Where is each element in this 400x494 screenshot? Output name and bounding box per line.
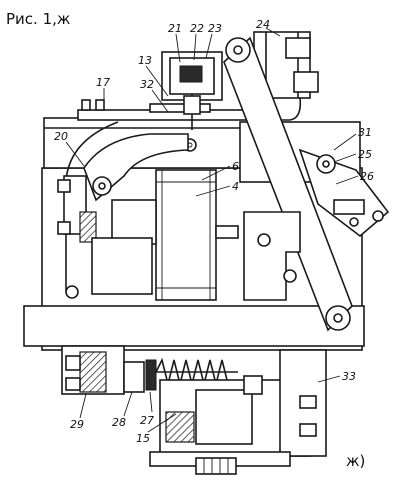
right-pivot-assembly [298,148,390,238]
figure-title: Рис. 1,ж [6,10,70,28]
label-27: 27 [140,414,154,427]
upper-contact-block [161,51,223,130]
label-6: 6 [232,160,239,173]
label-20: 20 [54,130,68,143]
coil [91,169,239,301]
label-25: 25 [358,148,372,161]
bottom-left-assembly [61,345,157,395]
label-32: 32 [140,78,154,91]
bottom-right-assembly [149,349,327,475]
label-26: 26 [360,170,374,183]
label-31: 31 [358,126,372,139]
label-24: 24 [256,18,270,31]
label-13: 13 [138,54,152,67]
corner-label: ж) [346,452,365,470]
left-block [57,175,97,299]
label-17: 17 [96,76,110,89]
label-15: 15 [136,432,150,445]
label-33: 33 [342,370,356,383]
label-4: 4 [232,180,239,193]
label-21: 21 [168,22,182,35]
right-plate [243,211,301,301]
label-22: 22 [190,22,204,35]
label-29: 29 [70,418,84,431]
label-23: 23 [208,22,222,35]
part-labels: 21 22 23 24 13 32 17 20 6 4 31 25 26 33 … [54,18,374,445]
label-28: 28 [112,416,126,429]
leader-lines [65,27,359,433]
